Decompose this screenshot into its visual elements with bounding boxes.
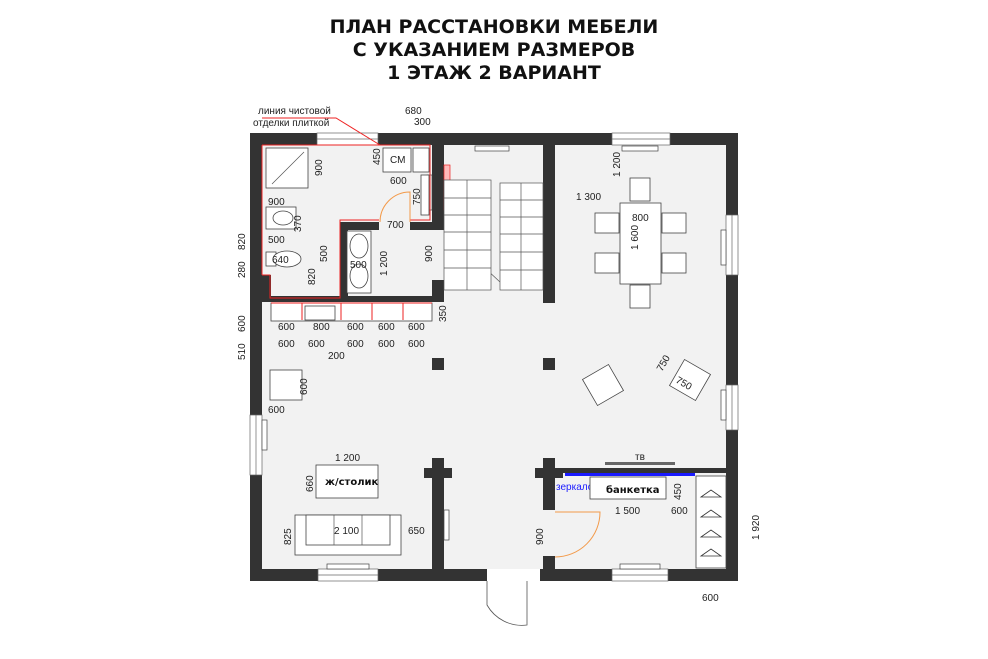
radiators — [261, 145, 727, 570]
dim-900: 900 — [424, 245, 435, 262]
dim-450: 450 — [673, 483, 684, 500]
dim-counter: 600 — [347, 339, 364, 350]
bathroom: 640 СМ — [265, 147, 430, 294]
dim-counter: 600 — [278, 322, 295, 333]
dim-900: 900 — [314, 159, 325, 176]
windows — [249, 132, 739, 582]
dim-counter: 600 — [408, 322, 425, 333]
dim-820: 820 — [237, 233, 248, 250]
dim-counter: 600 — [347, 322, 364, 333]
dim-900: 900 — [535, 528, 546, 545]
dining-table — [619, 202, 662, 285]
dim-600: 600 — [268, 405, 285, 416]
dim-500: 500 — [350, 260, 367, 271]
dim-counter: 600 — [278, 339, 295, 350]
dim-450: 450 — [372, 148, 383, 165]
staircase — [443, 179, 544, 291]
dim-600: 600 — [702, 593, 719, 604]
dim-510: 510 — [237, 343, 248, 360]
dim-680: 680 — [405, 106, 422, 117]
dim-500: 500 — [268, 235, 285, 246]
plan-title: ПЛАН РАССТАНОВКИ МЕБЕЛИ С УКАЗАНИЕМ РАЗМ… — [0, 16, 988, 85]
wardrobe — [695, 475, 727, 569]
dim-600: 600 — [671, 506, 688, 517]
dim-1200: 1 200 — [335, 453, 360, 464]
dim-370: 370 — [293, 215, 304, 232]
tile-line-label-2: отделки плиткой — [253, 118, 329, 129]
dim-counter: 600 — [378, 339, 395, 350]
bench-label: банкетка — [606, 484, 660, 496]
dim-1200: 1 200 — [379, 251, 390, 276]
sofa — [294, 514, 402, 556]
dim-1600: 1 600 — [630, 225, 641, 250]
dim-900: 900 — [268, 197, 285, 208]
kitchen-counter — [269, 302, 433, 401]
fridge — [269, 369, 303, 401]
dim-counter: 600 — [308, 339, 325, 350]
dining-set — [581, 177, 712, 407]
dim-1500: 1 500 — [615, 506, 640, 517]
dim-800: 800 — [632, 213, 649, 224]
dim-1300: 1 300 — [576, 192, 601, 203]
dim-counter: 600 — [378, 322, 395, 333]
dim-200: 200 — [328, 351, 345, 362]
sink — [304, 305, 336, 321]
dim-640: 640 — [272, 255, 289, 266]
dim-750: 750 — [412, 188, 423, 205]
title-line-2: С УКАЗАНИЕМ РАЗМЕРОВ — [352, 39, 636, 61]
bench — [589, 476, 667, 500]
tv-label: тв — [635, 452, 645, 463]
mirror — [565, 473, 695, 476]
dim-700: 700 — [387, 220, 404, 231]
washer-label: СМ — [390, 155, 405, 166]
washing-machine — [382, 147, 412, 173]
dim-600: 600 — [299, 378, 310, 395]
dim-600: 600 — [390, 176, 407, 187]
tile-line-label-1: линия чистовой — [258, 106, 331, 117]
dim-1920: 1 920 — [751, 515, 762, 540]
coffee-table-label: ж/столик — [325, 477, 379, 488]
dim-280: 280 — [237, 261, 248, 278]
tv — [605, 462, 675, 465]
dim-350: 350 — [438, 305, 449, 322]
dim-counter: 800 — [313, 322, 330, 333]
dim-500: 500 — [319, 245, 330, 262]
dim-820: 820 — [307, 268, 318, 285]
mirror-label: зеркало — [556, 482, 594, 493]
dim-counter: 600 — [408, 339, 425, 350]
dim-600: 600 — [237, 315, 248, 332]
hanger-icon — [699, 489, 723, 557]
dim-1200: 1 200 — [612, 152, 623, 177]
dim-2100: 2 100 — [334, 526, 359, 537]
dim-660: 660 — [305, 475, 316, 492]
title-line-1: ПЛАН РАССТАНОВКИ МЕБЕЛИ — [329, 16, 659, 38]
coffee-table — [315, 464, 379, 499]
dim-300: 300 — [414, 117, 431, 128]
walls — [250, 133, 738, 581]
title-line-3: 1 ЭТАЖ 2 ВАРИАНТ — [387, 62, 601, 84]
dim-825: 825 — [283, 528, 294, 545]
dim-650: 650 — [408, 526, 425, 537]
